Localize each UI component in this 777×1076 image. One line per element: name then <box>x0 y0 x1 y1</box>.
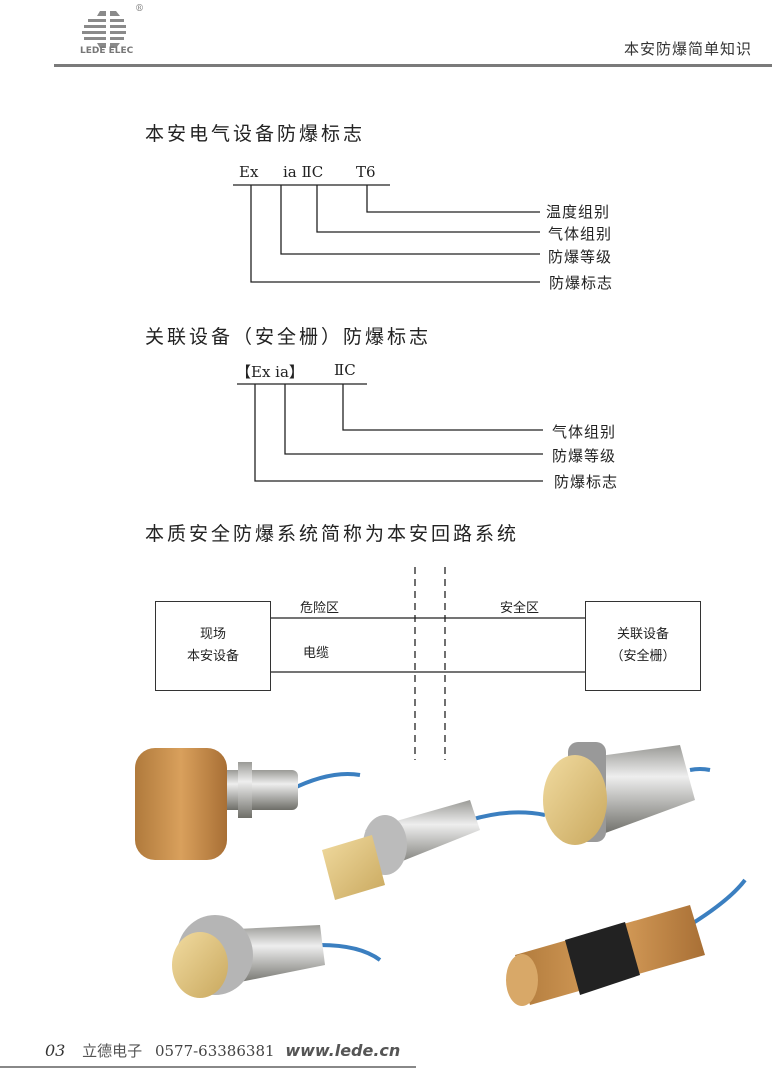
company-name: 立德电子 <box>82 1042 143 1060</box>
header-rule <box>54 64 772 67</box>
safe-zone-label: 安全区 <box>500 601 540 616</box>
sensor-photo-3 <box>543 742 711 845</box>
field-device-line2: 本安设备 <box>186 649 239 664</box>
label-ex-mark: 防爆标志 <box>549 274 614 292</box>
label-gas-group: 气体组别 <box>548 225 613 243</box>
header-title: 本安防爆简单知识 <box>624 40 753 58</box>
label-temperature-group: 温度组别 <box>546 203 611 221</box>
sensor-photo-5 <box>506 878 747 1006</box>
label-protection-level: 防爆等级 <box>552 447 617 465</box>
section3-heading: 本质安全防爆系统简称为本安回路系统 <box>145 523 520 545</box>
code-ex: Ex <box>239 163 259 181</box>
hazard-zone-label: 危险区 <box>300 601 340 616</box>
section1-heading: 本安电气设备防爆标志 <box>145 123 366 145</box>
sensor-photo-4 <box>172 915 382 998</box>
cable-label: 电缆 <box>303 646 330 661</box>
footer: 03 立德电子 0577-63386381 www.lede.cn <box>45 1040 400 1061</box>
sensor-photo-2 <box>322 800 546 900</box>
registered-mark: ® <box>135 4 144 14</box>
website-link[interactable]: www.lede.cn <box>285 1041 401 1060</box>
barrier-line1: 关联设备 <box>616 627 669 642</box>
label-ex-mark: 防爆标志 <box>554 473 619 491</box>
field-device-line1: 现场 <box>199 627 226 642</box>
footer-rule <box>0 1066 416 1068</box>
logo-text: LEDE ELEC <box>80 46 134 56</box>
logo: ® LEDE ELEC <box>80 4 155 58</box>
field-device-box: 现场 本安设备 <box>155 601 271 691</box>
barrier-box: 关联设备 （安全栅） <box>585 601 701 691</box>
code-ia-iic: ia ⅡC <box>283 163 324 181</box>
label-gas-group: 气体组别 <box>552 423 617 441</box>
barrier-line2: （安全栅） <box>610 649 676 664</box>
code-t6: T6 <box>356 163 376 181</box>
sensor-photo-1 <box>135 748 361 860</box>
phone-number: 0577-63386381 <box>154 1042 275 1060</box>
page-number: 03 <box>45 1041 66 1060</box>
code-iic: ⅡC <box>334 361 356 379</box>
code-ex-ia: 【Ex ia】 <box>236 363 304 381</box>
logo-mark-icon <box>82 11 126 48</box>
label-protection-level: 防爆等级 <box>548 248 613 266</box>
section2-heading: 关联设备（安全栅）防爆标志 <box>145 326 432 348</box>
